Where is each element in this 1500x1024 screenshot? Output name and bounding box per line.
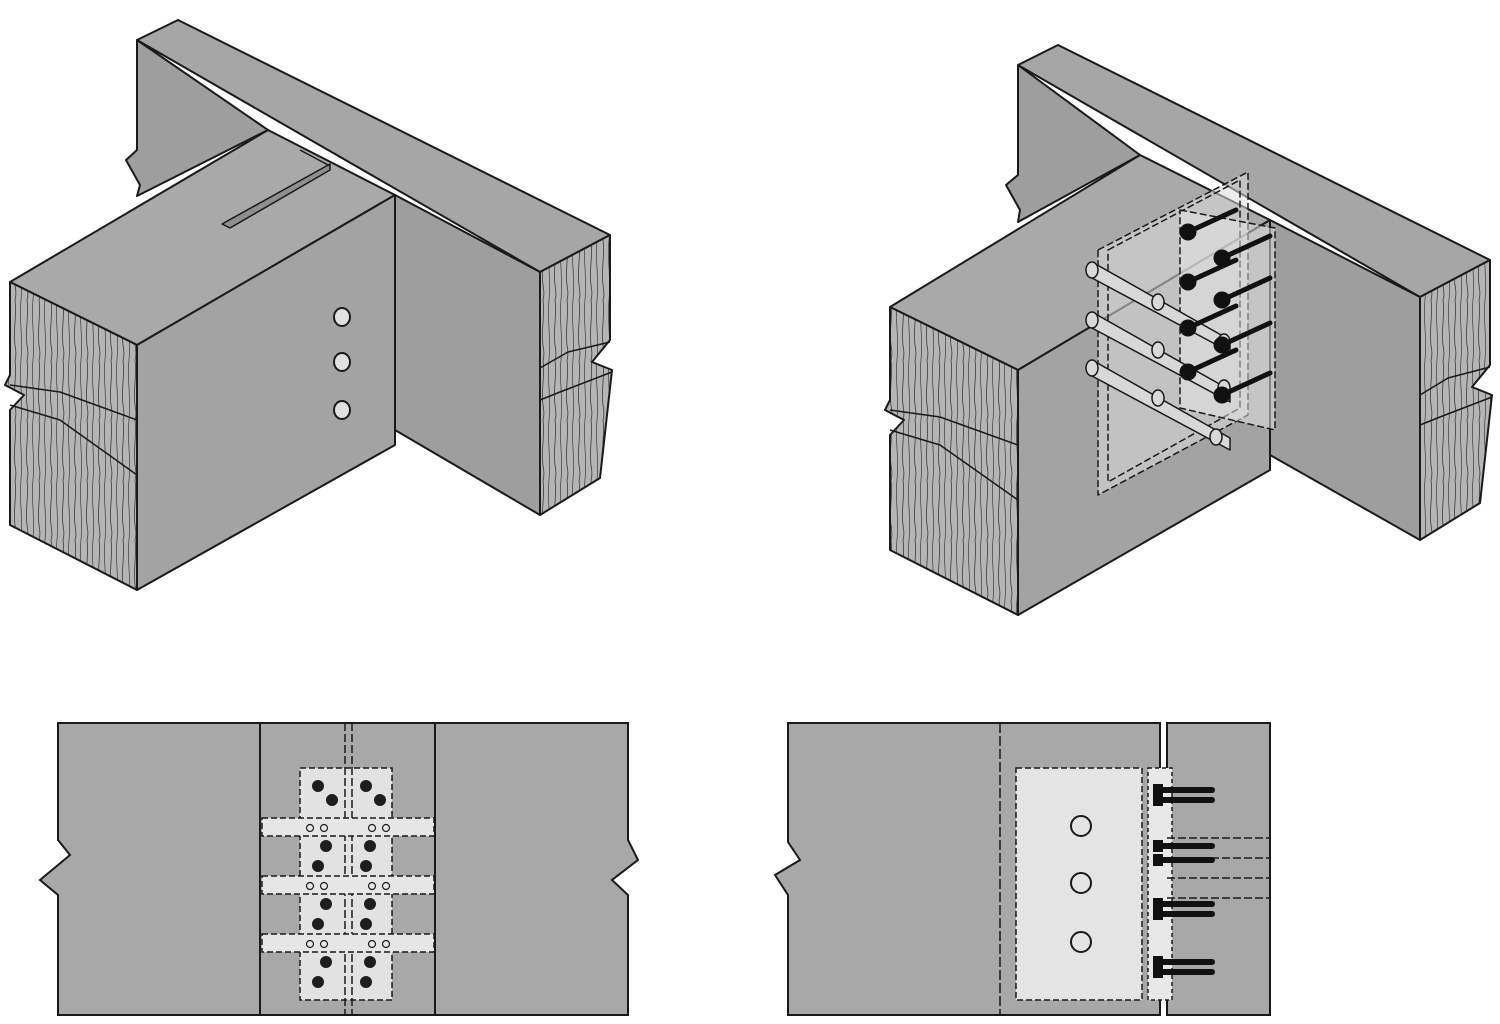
plan-view-front [38,722,640,1016]
screw-icon [1213,233,1273,267]
screw-head-icon [360,918,372,930]
screw-icon [1153,840,1215,852]
screw-head-icon [360,780,372,792]
slot [221,163,331,229]
screws [1179,207,1273,404]
secondary-beam-end-grain [4,281,138,591]
dowel-strip [261,817,435,837]
screw-icon [1153,794,1215,806]
screw-head-icon [374,794,386,806]
small-hole-icon [367,939,377,949]
screw-icon [1179,207,1239,241]
small-hole-icon [319,939,329,949]
small-hole-icon [367,881,377,891]
screw-head-icon [320,956,332,968]
small-hole-icon [319,823,329,833]
dowel-end-icon [1085,261,1099,279]
screw-head-icon [364,956,376,968]
hole-icon [333,352,351,372]
small-hole-icon [381,939,391,949]
screw-head-icon [364,898,376,910]
screw-icon [1213,320,1273,354]
dowel-end-icon [1085,359,1099,377]
screw-icon [1179,303,1239,337]
screw-icon [1179,347,1239,381]
plate-group [261,723,435,1015]
screws [1153,784,1215,978]
dowel-holes [333,307,351,420]
iso-view-exterior [4,19,613,591]
screw-head-icon [320,898,332,910]
iso-view-transparent [884,44,1493,616]
screw-icon [1213,275,1273,309]
small-hole-icon [367,823,377,833]
screw-head-icon [360,860,372,872]
hole-icon [1070,931,1092,953]
hole-icon [333,400,351,420]
break-line [539,341,613,401]
hole-icon [1070,815,1092,837]
dowel-strip [261,875,435,895]
dowel-end-icon [1085,311,1099,329]
plan-view-side [773,722,1271,1016]
small-hole-icon [381,881,391,891]
screw-heads [305,780,391,988]
plate-holes [1070,815,1092,953]
screw-icon [1153,966,1215,978]
main-beam-end-grain [539,234,613,516]
beam-left [38,722,261,1016]
screw-icon [1153,908,1215,920]
beam-right [434,722,640,1016]
screw-icon [1213,370,1273,404]
small-hole-icon [381,823,391,833]
secondary-beam-end-grain [884,306,1019,616]
screw-head-icon [312,780,324,792]
screw-head-icon [312,918,324,930]
screw-head-icon [312,860,324,872]
small-hole-icon [319,881,329,891]
screw-icon [1153,854,1215,866]
main-beam-end-grain [1419,259,1493,541]
main-beam-section [1166,722,1271,1016]
screw-head-icon [320,840,332,852]
small-hole-icon [305,939,315,949]
small-hole-icon [305,881,315,891]
dowel-strip [261,933,435,953]
screw-head-icon [312,976,324,988]
screw-head-icon [364,840,376,852]
screw-head-icon [326,794,338,806]
screw-head-icon [360,976,372,988]
small-hole-icon [305,823,315,833]
hole-icon [333,307,351,327]
hole-icon [1070,872,1092,894]
